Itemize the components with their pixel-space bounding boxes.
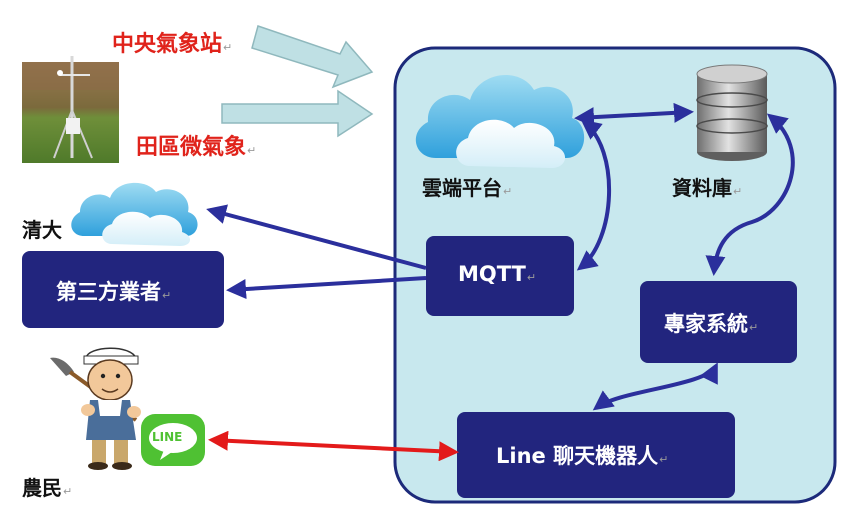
arrow-line-linebot: [208, 430, 459, 462]
paragraph-mark-icon: ↵: [659, 453, 669, 466]
paragraph-mark-icon: ↵: [223, 41, 233, 54]
expert-system-node: [640, 281, 797, 363]
database-label: 資料庫↵: [672, 176, 743, 200]
paragraph-mark-icon: ↵: [526, 271, 537, 284]
database-icon: [696, 64, 768, 161]
arrow-expert-linebot: [592, 362, 718, 411]
paragraph-mark-icon: ↵: [503, 185, 513, 198]
line-app-text: LINE: [152, 430, 183, 444]
tsinghua-cloud-icon: [71, 182, 198, 246]
weather-station-photo: [22, 56, 119, 163]
tsinghua-label: 清大: [22, 218, 62, 242]
mqtt-node: [426, 236, 574, 316]
field-micro-label: 田區微氣象↵: [136, 135, 257, 160]
cloud-platform-icon: [415, 75, 585, 168]
cloud-platform-label: 雲端平台↵: [422, 176, 513, 200]
line-app-icon: [141, 414, 205, 466]
arrow-database-expert: [705, 113, 795, 276]
line-bot-node: [457, 412, 735, 498]
farmer-label: 農民↵: [22, 476, 73, 500]
central-station-label: 中央氣象站↵: [112, 32, 233, 57]
arrow-mqtt-tsinghua: [206, 204, 427, 270]
paragraph-mark-icon: ↵: [63, 485, 73, 498]
farmer-icon: [50, 347, 141, 470]
expert-system-label: 專家系統↵: [664, 312, 759, 336]
line-bot-label: Line 聊天機器人↵: [496, 444, 669, 468]
third-party-label: 第三方業者↵: [56, 280, 172, 304]
mqtt-label: MQTT↵: [458, 262, 537, 286]
arrow-cloud-mqtt: [576, 119, 611, 271]
paragraph-mark-icon: ↵: [162, 289, 172, 302]
source-arrow-field: [221, 89, 374, 138]
third-party-node: [22, 251, 224, 328]
arrow-mqtt-thirdparty: [226, 276, 427, 300]
paragraph-mark-icon: ↵: [749, 321, 759, 334]
paragraph-mark-icon: ↵: [733, 185, 743, 198]
source-arrow-central: [251, 25, 374, 89]
arrow-cloud-database: [574, 102, 694, 128]
paragraph-mark-icon: ↵: [247, 144, 257, 157]
